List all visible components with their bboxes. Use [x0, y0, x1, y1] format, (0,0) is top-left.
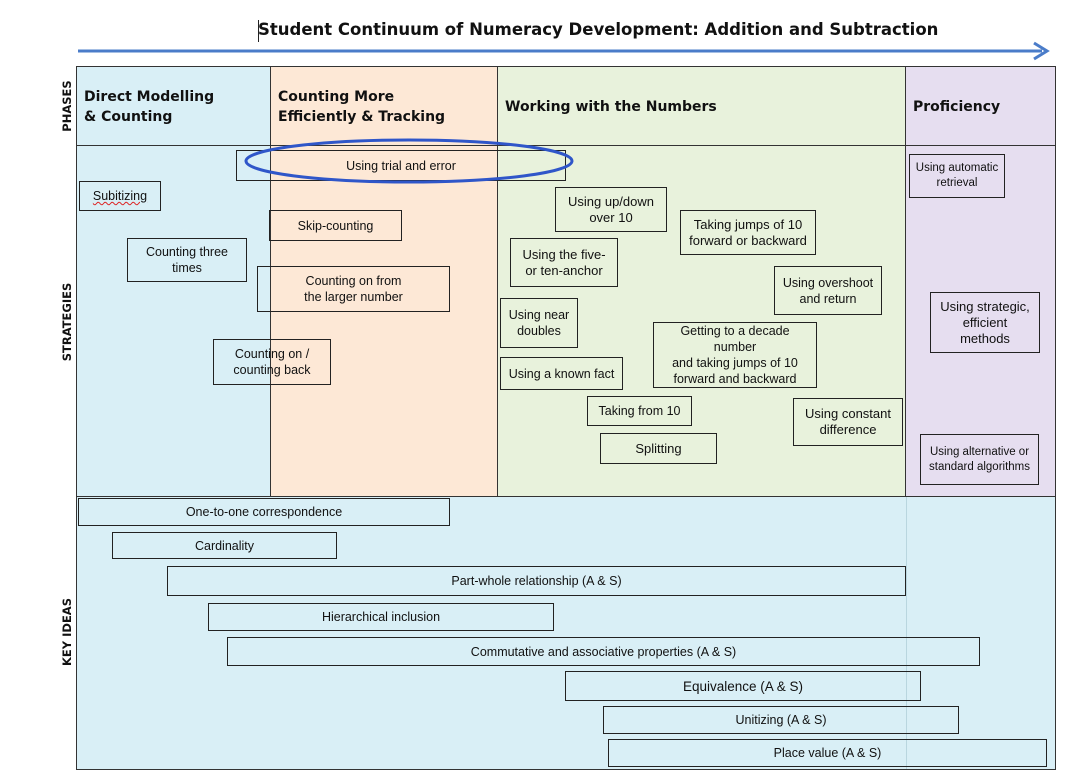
key-idea-commutative-associative: Commutative and associative properties (…	[227, 637, 980, 666]
strategy-skip-counting: Skip-counting	[269, 210, 402, 241]
key-ideas-divider	[906, 497, 907, 769]
strategy-strategic-methods: Using strategic, efficient methods	[930, 292, 1040, 353]
strategy-known-fact: Using a known fact	[500, 357, 623, 390]
strategies-row-divider	[77, 496, 1055, 497]
strategy-counting-on-larger: Counting on from the larger number	[257, 266, 450, 312]
strategy-overshoot-return: Using overshoot and return	[774, 266, 882, 315]
key-idea-cardinality: Cardinality	[112, 532, 337, 559]
page-title: Student Continuum of Numeracy Developmen…	[258, 20, 939, 39]
strategy-jumps-of-10: Taking jumps of 10 forward or backward	[680, 210, 816, 255]
strategy-near-doubles: Using near doubles	[500, 298, 578, 348]
strategy-counting-three-times: Counting three times	[127, 238, 247, 282]
row-label-strategies: STRATEGIES	[60, 282, 74, 362]
phase-column-counting-efficiently	[271, 67, 498, 496]
key-ideas-area	[77, 497, 1055, 769]
continuum-grid	[76, 66, 1056, 770]
key-idea-part-whole: Part-whole relationship (A & S)	[167, 566, 906, 596]
strategy-up-down-over-10: Using up/down over 10	[555, 187, 667, 232]
phase-column-proficiency	[906, 67, 1055, 496]
strategy-subitizing: Subitizing	[79, 181, 161, 211]
progress-arrow	[78, 41, 1050, 61]
strategy-algorithms: Using alternative or standard algorithms	[920, 434, 1039, 485]
text-cursor	[258, 20, 259, 42]
phase-title-proficiency: Proficiency	[913, 99, 1001, 115]
strategy-splitting: Splitting	[600, 433, 717, 464]
strategy-decade-number: Getting to a decade number and taking ju…	[653, 322, 817, 388]
phase-title-working-numbers: Working with the Numbers	[505, 99, 717, 115]
trial-error-highlight-ellipse	[244, 138, 574, 184]
key-idea-unitizing: Unitizing (A & S)	[603, 706, 959, 734]
phase-column-working-numbers	[498, 67, 906, 496]
key-idea-equivalence: Equivalence (A & S)	[565, 671, 921, 701]
key-idea-one-to-one: One-to-one correspondence	[78, 498, 450, 526]
strategy-taking-from-10: Taking from 10	[587, 396, 692, 426]
row-label-key-ideas: KEY IDEAS	[60, 598, 74, 666]
key-idea-place-value: Place value (A & S)	[608, 739, 1047, 767]
phase-title-direct-modelling: Direct Modelling & Counting	[84, 89, 215, 125]
key-idea-hierarchical-inclusion: Hierarchical inclusion	[208, 603, 554, 631]
row-label-phases: PHASES	[60, 80, 74, 132]
strategy-five-ten-anchor: Using the five- or ten-anchor	[510, 238, 618, 287]
phases-row-divider	[77, 145, 1055, 146]
strategy-counting-on-back: Counting on / counting back	[213, 339, 331, 385]
phase-title-counting-efficiently: Counting More Efficiently & Tracking	[278, 89, 446, 125]
strategy-constant-difference: Using constant difference	[793, 398, 903, 446]
strategy-automatic-retrieval: Using automatic retrieval	[909, 154, 1005, 198]
